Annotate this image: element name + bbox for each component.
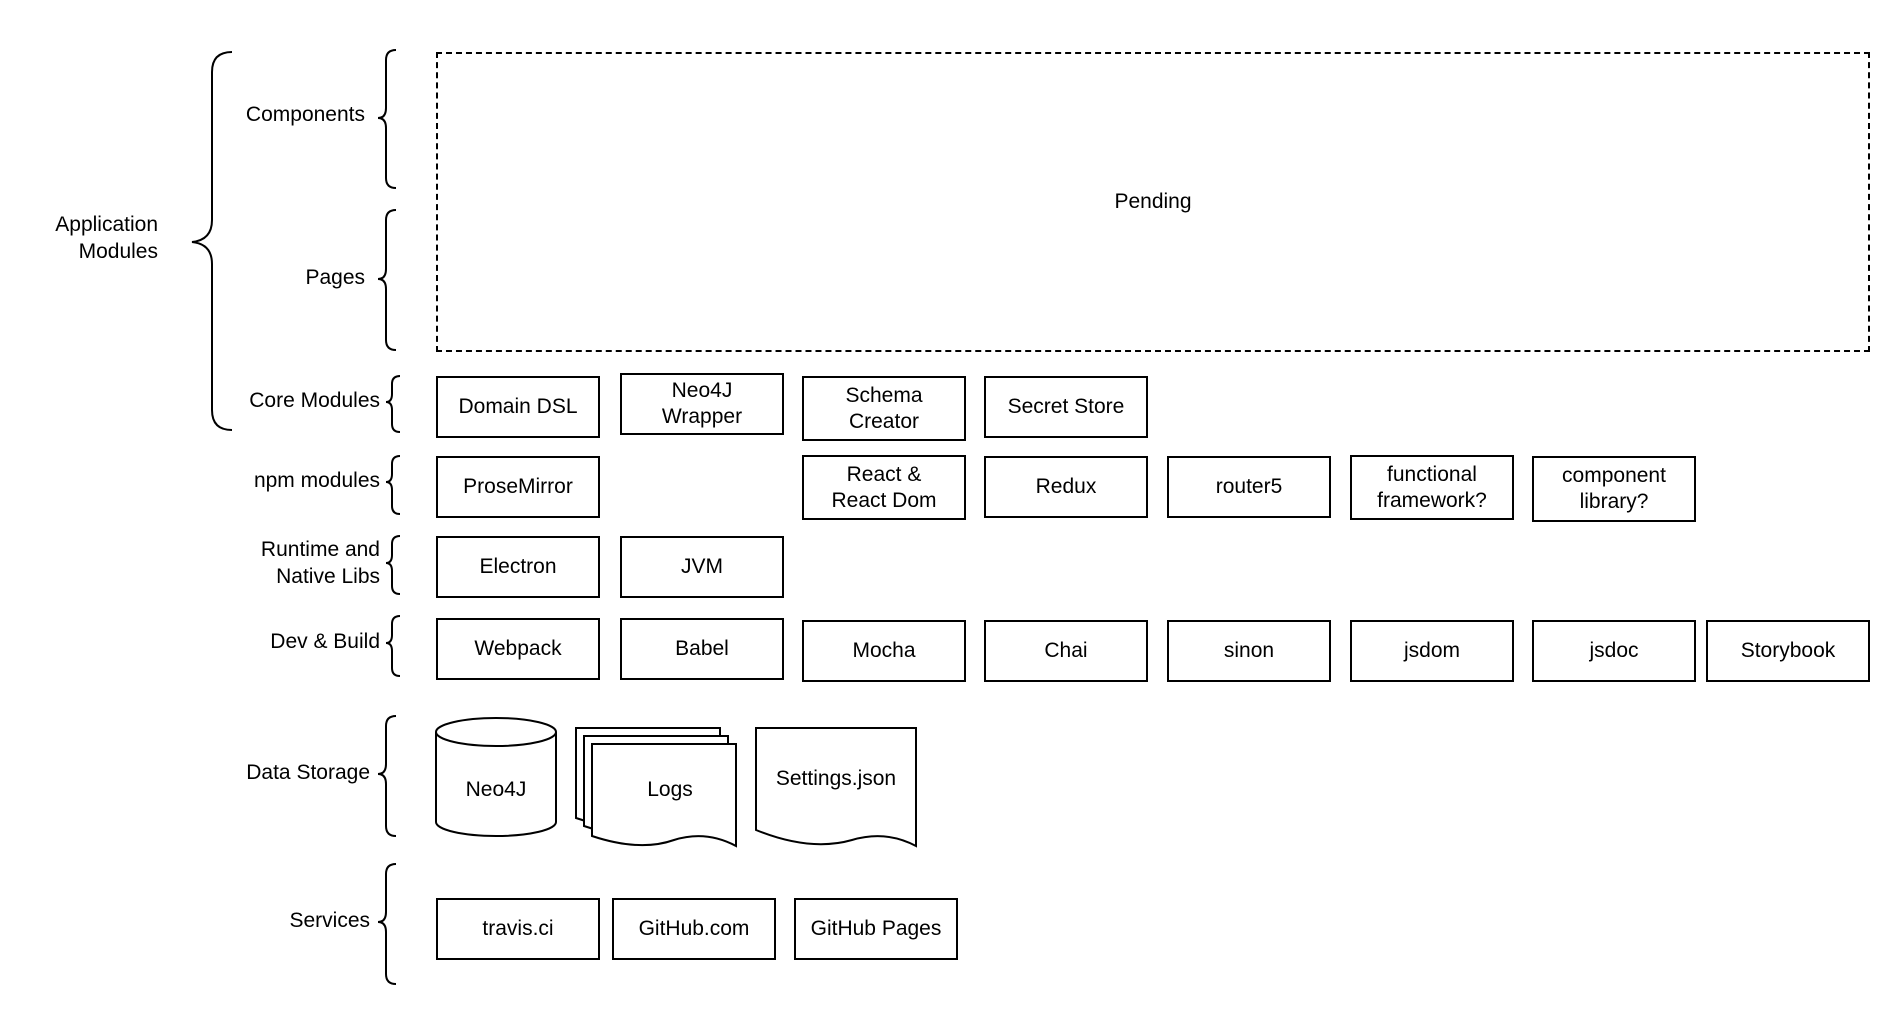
group-label-application-modules: Application Modules bbox=[55, 213, 158, 263]
service-box: travis.ci bbox=[436, 898, 600, 960]
dev-build-box: Chai bbox=[984, 620, 1148, 682]
pending-area: Pending bbox=[436, 52, 1870, 352]
dev-build-box: sinon bbox=[1167, 620, 1331, 682]
npm-module-box: functional framework? bbox=[1350, 455, 1514, 520]
runtime-box: Electron bbox=[436, 536, 600, 598]
dev-build-box: Mocha bbox=[802, 620, 966, 682]
core-module-box: Schema Creator bbox=[802, 376, 966, 441]
npm-module-box: router5 bbox=[1167, 456, 1331, 518]
dev-build-brace bbox=[385, 615, 401, 677]
dev-build-box: Webpack bbox=[436, 618, 600, 680]
settings-json-label: Settings.json bbox=[775, 767, 897, 790]
group-label-pages: Pages bbox=[305, 266, 365, 289]
npm-module-box: component library? bbox=[1532, 456, 1696, 522]
logs-label: Logs bbox=[647, 778, 693, 801]
group-label-runtime: Runtime and Native Libs bbox=[260, 538, 380, 588]
group-label-core-modules: Core Modules bbox=[249, 389, 380, 412]
runtime-brace bbox=[385, 535, 401, 595]
dev-build-box: jsdoc bbox=[1532, 620, 1696, 682]
group-label-data-storage: Data Storage bbox=[246, 761, 370, 784]
services-brace bbox=[377, 863, 397, 985]
group-label-dev-build: Dev & Build bbox=[270, 630, 380, 653]
settings-document-shape bbox=[755, 727, 917, 848]
core-modules-brace bbox=[385, 375, 401, 433]
dev-build-box: Babel bbox=[620, 618, 784, 680]
service-box: GitHub Pages bbox=[794, 898, 958, 960]
core-module-box: Secret Store bbox=[984, 376, 1148, 438]
npm-modules-brace bbox=[385, 455, 401, 515]
data-storage-brace bbox=[377, 715, 397, 837]
group-label-services: Services bbox=[289, 909, 370, 932]
logs-document-shape bbox=[575, 727, 737, 848]
neo4j-database-shape bbox=[435, 717, 557, 837]
runtime-box: JVM bbox=[620, 536, 784, 598]
group-label-components: Components bbox=[245, 103, 365, 126]
neo4j-label: Neo4J bbox=[465, 778, 527, 801]
npm-module-box: React & React Dom bbox=[802, 455, 966, 520]
service-box: GitHub.com bbox=[612, 898, 776, 960]
npm-module-box: ProseMirror bbox=[436, 456, 600, 518]
core-module-box: Domain DSL bbox=[436, 376, 600, 438]
application-modules-brace bbox=[191, 51, 233, 431]
dev-build-box: Storybook bbox=[1706, 620, 1870, 682]
core-module-box: Neo4J Wrapper bbox=[620, 373, 784, 435]
npm-module-box: Redux bbox=[984, 456, 1148, 518]
pages-brace bbox=[377, 209, 397, 351]
pending-label: Pending bbox=[1114, 190, 1192, 213]
dev-build-box: jsdom bbox=[1350, 620, 1514, 682]
group-label-npm-modules: npm modules bbox=[253, 469, 380, 492]
components-brace bbox=[377, 49, 397, 189]
